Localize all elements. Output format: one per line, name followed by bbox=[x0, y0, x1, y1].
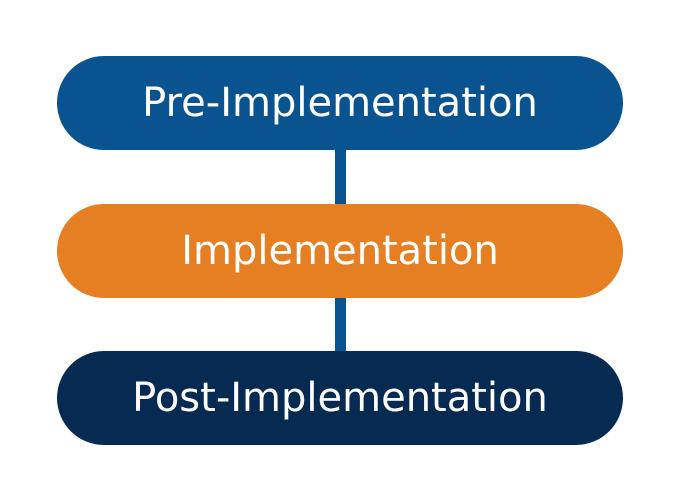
stage-post-implementation: Post-Implementation bbox=[57, 351, 623, 445]
stage-label: Post-Implementation bbox=[132, 375, 548, 421]
connector-line-2 bbox=[335, 293, 346, 355]
stage-pre-implementation: Pre-Implementation bbox=[57, 56, 623, 150]
stage-label: Pre-Implementation bbox=[142, 80, 538, 126]
connector-line-1 bbox=[335, 145, 346, 207]
stage-implementation: Implementation bbox=[57, 204, 623, 298]
stage-label: Implementation bbox=[181, 228, 499, 274]
